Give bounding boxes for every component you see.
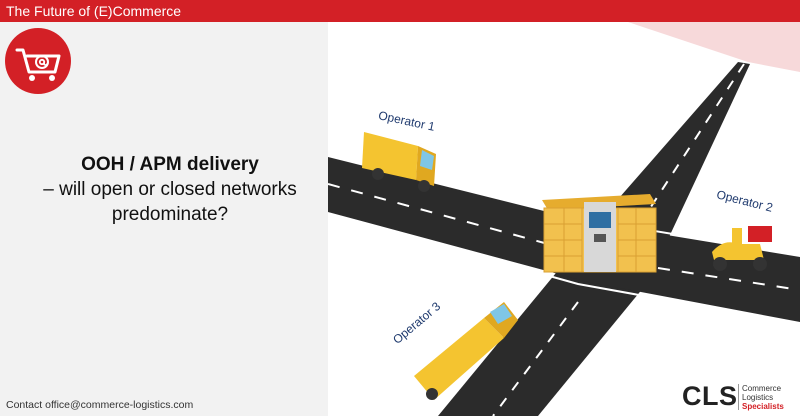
header-title: The Future of (E)Commerce	[6, 3, 182, 19]
sky-highlight	[628, 22, 800, 72]
cls-tagline-1: Commerce	[742, 384, 782, 393]
scooter-2	[712, 226, 772, 271]
contact-text: Contact office@commerce-logistics.com	[6, 399, 194, 411]
headline-title: OOH / APM delivery	[81, 154, 259, 175]
cls-tagline-3: Specialists	[742, 402, 784, 411]
cls-separator	[738, 384, 739, 410]
headline-line-3: predominate?	[111, 204, 229, 225]
headline-line-2: – will open or closed networks	[43, 179, 297, 200]
shopping-cart-at-icon	[5, 28, 71, 94]
road-illustration	[328, 22, 800, 416]
headline: OOH / APM delivery – will open or closed…	[20, 152, 320, 227]
parcel-locker	[542, 194, 657, 273]
cls-tagline-2: Logistics	[742, 393, 774, 402]
delivery-truck-3	[414, 302, 518, 400]
cls-logo: CLS Commerce Logistics Specialists	[682, 381, 794, 413]
header-bar: The Future of (E)Commerce	[0, 0, 800, 22]
cls-tagline: Commerce Logistics Specialists	[742, 384, 784, 411]
cls-abbr: CLS	[682, 381, 738, 411]
delivery-truck-1	[362, 132, 436, 192]
